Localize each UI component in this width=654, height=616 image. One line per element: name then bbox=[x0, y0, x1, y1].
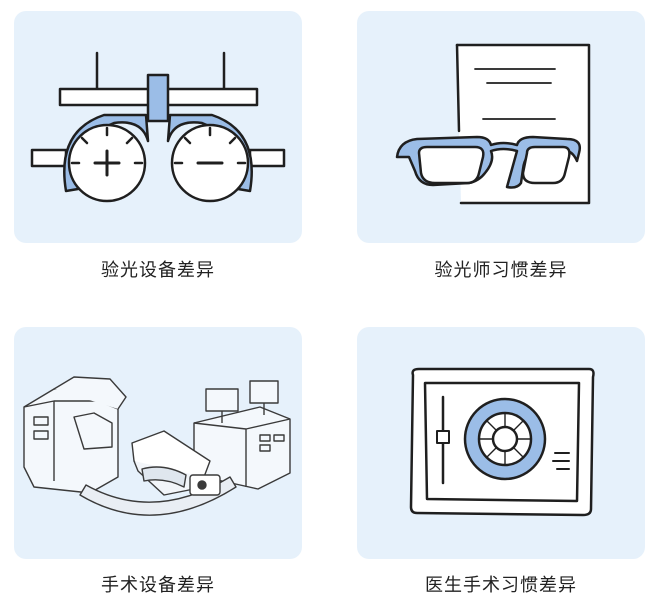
card-optometrist-habits bbox=[357, 11, 645, 243]
phoropter-icon bbox=[30, 51, 286, 203]
card-surgeon-habits bbox=[357, 327, 645, 559]
eye-monitor-icon bbox=[409, 367, 595, 517]
glasses-prescription-icon bbox=[395, 43, 591, 205]
caption-optometrist-habits: 验光师习惯差异 bbox=[434, 260, 568, 281]
caption-equipment-difference: 验光设备差异 bbox=[101, 260, 215, 281]
caption-surgical-equipment: 手术设备差异 bbox=[101, 575, 215, 596]
caption-surgeon-habits: 医生手术习惯差异 bbox=[425, 575, 577, 596]
card-phoropter bbox=[14, 11, 302, 243]
card-surgical-equipment bbox=[14, 327, 302, 559]
surgical-laser-equipment-icon bbox=[23, 376, 291, 516]
